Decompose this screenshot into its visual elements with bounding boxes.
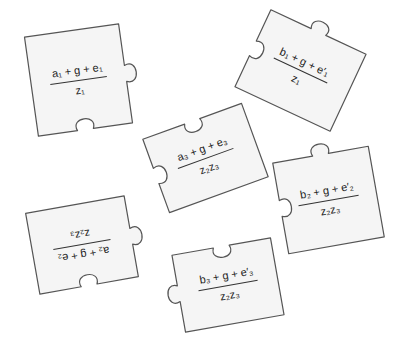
piece-shape bbox=[26, 194, 149, 294]
piece-shape bbox=[142, 103, 267, 212]
puzzle-piece: b₁ + g + e′₁z₁ bbox=[234, 9, 365, 130]
piece-shape bbox=[234, 0, 370, 131]
puzzle-piece: a₃ + g + e₃z₂z₃ bbox=[142, 103, 267, 212]
puzzle-piece: a₁ + g + e₁z₁ bbox=[24, 24, 132, 136]
fraction-denominator: z₁ bbox=[71, 79, 88, 97]
puzzle-piece: a₂ + g + e₂z₂z₃ bbox=[26, 196, 139, 294]
piece-outline bbox=[24, 24, 132, 136]
piece-shape bbox=[270, 136, 383, 254]
piece-shape bbox=[24, 22, 143, 136]
puzzle-piece: b₃ + g + e′₃z₂z₃ bbox=[172, 238, 284, 332]
puzzle-piece: b₂ + g + e′₂z₂z₃ bbox=[272, 146, 384, 253]
piece-shape bbox=[161, 238, 284, 334]
